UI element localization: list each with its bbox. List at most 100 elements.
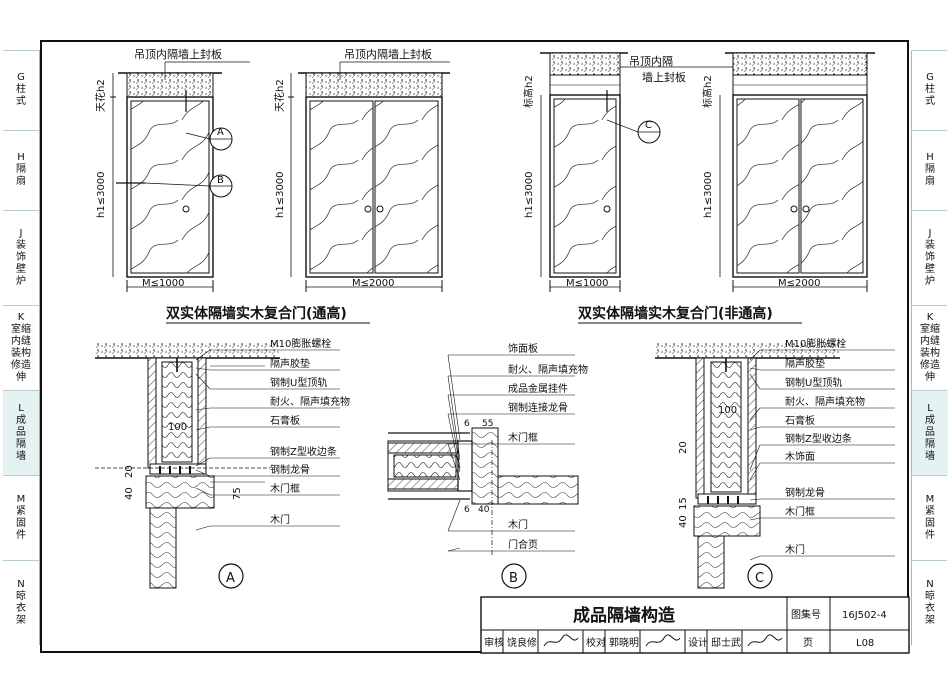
tab-code: G [926, 72, 934, 83]
leader-line [195, 487, 211, 496]
leader-line [195, 407, 211, 411]
tab-code: H [926, 152, 934, 163]
tab-label-char: 衣 [925, 602, 935, 614]
mark-h2-label-2: 标高h2 [701, 75, 714, 108]
title-block [480, 596, 910, 654]
leader-label: 石膏板 [270, 414, 300, 427]
tab-separator [3, 210, 39, 211]
tab-label-char: 固 [16, 517, 26, 529]
leader-line [195, 367, 211, 371]
tab-separator [3, 305, 39, 306]
tab-separator [3, 50, 39, 51]
tab-code: J [19, 227, 23, 239]
tab-label-char: 室缩 [920, 323, 940, 335]
tab-label-char: 隔 [16, 164, 26, 175]
detail-b-dim-6b: 6 [464, 505, 470, 515]
page-number: L08 [856, 638, 874, 649]
leader-label: 耐火、隔声填充物 [785, 395, 865, 408]
leader-line [447, 443, 461, 481]
tab-label-char: 墙 [16, 450, 26, 462]
tab-label-char: 隔 [925, 164, 935, 175]
tab-separator [3, 130, 39, 131]
tab-label-char: 室缩 [11, 323, 31, 335]
check-label: 校对 [586, 636, 606, 649]
width-label-1: M≤1000 [142, 278, 184, 289]
leader-label: 钢制Z型收边条 [270, 445, 337, 458]
tab-label-char: 扇 [16, 176, 26, 187]
tab-separator [3, 475, 39, 476]
leader-line [195, 373, 211, 390]
leader-line [195, 469, 211, 477]
h2-label-1: 天花h2 [94, 79, 107, 112]
tab-label-char: 晾 [16, 590, 26, 602]
callout-c-elev: C [645, 120, 652, 131]
mark-h2-label-1: 标高h2 [522, 75, 535, 108]
leader-line [749, 555, 761, 561]
tab-separator [911, 560, 947, 561]
detail-a-leaders: M10膨胀螺栓隔声胶垫钢制U型顶轨耐火、隔声填充物石膏板钢制Z型收边条钢制龙骨木… [195, 337, 350, 531]
tab-label-char: 成 [16, 414, 26, 426]
tab-code: N [17, 578, 25, 590]
tab-label-char: 紧 [16, 505, 26, 517]
ceiling-seal-label-1: 吊顶内隔墙上封板 [134, 47, 222, 61]
detail-c-tag: C [755, 571, 764, 586]
leader-line [749, 462, 761, 481]
detail-c-dim-100: 100 [718, 405, 737, 416]
detail-c [655, 343, 840, 589]
tab-label-char: 架 [925, 614, 935, 626]
leader-label: 木门框 [785, 505, 815, 518]
elevation-single-partial [540, 52, 661, 292]
callout-b-elev: B [217, 175, 224, 186]
callout-a-elev: A [217, 127, 224, 138]
detail-b-dim-6a: 6 [464, 419, 470, 429]
tab-label-char: 伸 [16, 371, 26, 383]
detail-a-dim-40: 40 [124, 487, 135, 500]
tab-label-char: 壁 [925, 263, 935, 275]
tab-separator [3, 390, 39, 391]
review-name: 饶良修 [507, 636, 537, 649]
leader-label: 钢制U型顶轨 [785, 376, 842, 389]
tab-label-char: 修造 [11, 359, 31, 371]
leader-label: 木门 [785, 543, 805, 556]
leader-label: 钢制U型顶轨 [270, 376, 327, 389]
detail-c-dim-15: 15 [678, 497, 689, 510]
leader-line [447, 375, 461, 461]
tab-label-char: 件 [925, 529, 935, 541]
detail-b-tag: B [509, 571, 518, 586]
tab-label-char: 品 [925, 426, 935, 438]
tab-code: G [17, 72, 25, 83]
tab-label-char: 隔 [16, 438, 26, 450]
leader-label: M10膨胀螺栓 [270, 337, 331, 350]
leader-line [195, 349, 211, 361]
tab-label-char: 柱 [925, 84, 935, 95]
tab-label-char: 饰 [16, 251, 26, 263]
tab-label-char: 柱 [16, 84, 26, 95]
leader-label: 钢制龙骨 [270, 463, 310, 476]
detail-a [95, 343, 280, 589]
tab-label-char: 装构 [920, 347, 940, 359]
tab-label-char: 墙 [925, 450, 935, 462]
ceiling-seal-label-2: 吊顶内隔墙上封板 [344, 47, 432, 61]
atlas-number: 16J502-4 [842, 610, 887, 621]
leader-line [749, 367, 761, 371]
tab-label-char: 衣 [16, 602, 26, 614]
leader-label: 石膏板 [785, 414, 815, 427]
tab-code: L [18, 402, 24, 414]
drawing-frame [40, 40, 909, 653]
detail-c-dim-40: 40 [678, 515, 689, 528]
